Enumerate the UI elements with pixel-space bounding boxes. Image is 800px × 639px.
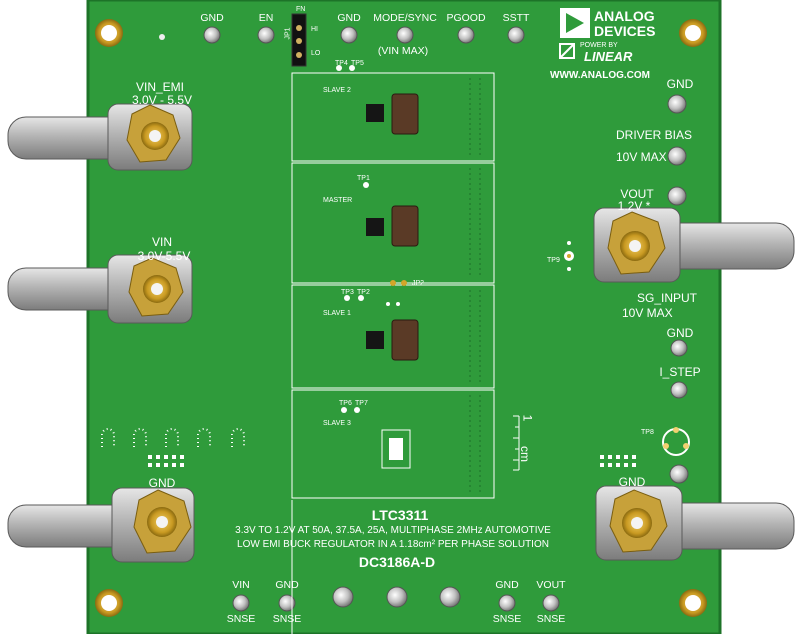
label-gnd-snse-1b: SNSE — [272, 613, 302, 625]
label-i-step: I_STEP — [659, 365, 701, 379]
label-gnd-right-1: GND — [666, 77, 694, 91]
label-vout-snse: VOUT — [536, 579, 566, 591]
bottom-sense-posts — [232, 586, 560, 612]
label-tp1: TP1 — [357, 175, 370, 182]
logo-power-by: POWER BY — [580, 42, 618, 49]
linear-logo-mark — [559, 43, 575, 59]
phase-components — [336, 65, 419, 469]
snake-pads — [101, 428, 245, 447]
label-vin-max: (VIN MAX) — [377, 45, 429, 57]
label-vin-snse-2: SNSE — [226, 613, 256, 625]
label-tp8: TP8 — [641, 429, 654, 436]
lug-vin — [7, 254, 193, 324]
label-vin-snse: VIN — [232, 579, 250, 591]
label-vout-snse-2: SNSE — [536, 613, 566, 625]
label-jp1-lo: LO — [311, 50, 321, 57]
lug-gnd-left — [7, 487, 195, 563]
label-slave-2: SLAVE 2 — [323, 87, 351, 94]
label-tp9: TP9 — [547, 257, 560, 264]
scale-one: 1 — [520, 414, 535, 422]
product-description-line-1: 3.3V TO 1.2V AT 50A, 37.5A, 25A, MULTIPH… — [235, 525, 551, 536]
label-mode-sync: MODE/SYNC — [373, 12, 437, 24]
label-vout-value: 1.2V * — [617, 199, 651, 213]
label-tp2: TP2 — [357, 289, 370, 296]
logo-analog: ANALOG — [594, 8, 655, 24]
label-vin-emi-range: 3.0V - 5.5V — [131, 93, 193, 107]
lug-vout — [593, 207, 795, 283]
label-sstt: SSTT — [502, 12, 530, 24]
label-slave-1: SLAVE 1 — [323, 310, 351, 317]
board-id: DC3186A-D — [358, 554, 436, 570]
label-gnd-right-3: GND — [618, 475, 646, 489]
label-en: EN — [258, 12, 274, 24]
label-sg-input: SG_INPUT — [636, 291, 698, 305]
label-driver-bias-max: 10V MAX — [616, 150, 667, 164]
right-turret-posts — [667, 94, 689, 484]
label-jp1: JP1 — [284, 27, 292, 40]
via-rows — [469, 78, 481, 492]
label-sg-input-max: 10V MAX — [622, 306, 673, 320]
label-master: MASTER — [323, 197, 353, 204]
label-tp5: TP5 — [351, 60, 364, 67]
test-point-rings — [564, 241, 690, 456]
logo-url: WWW.ANALOG.COM — [550, 70, 650, 81]
label-gnd-top-2: GND — [337, 12, 361, 24]
scale-cm: cm — [518, 446, 532, 462]
lug-gnd-right — [595, 485, 795, 561]
label-tp7: TP7 — [355, 400, 368, 407]
label-slave-3: SLAVE 3 — [323, 420, 351, 427]
logo-linear: LINEAR — [584, 49, 633, 64]
analog-devices-logo-mark — [560, 8, 590, 38]
phase-outlines — [291, 72, 495, 634]
jumper-jp1 — [291, 13, 307, 67]
label-vin-range: 3.0V-5.5V — [137, 249, 191, 263]
product-name: LTC3311 — [371, 507, 429, 523]
label-tp3: TP3 — [341, 289, 354, 296]
label-pgood: PGOOD — [446, 12, 486, 24]
product-description-line-2: LOW EMI BUCK REGULATOR IN A 1.18cm² PER … — [237, 539, 549, 550]
label-jp1-fn: FN — [296, 6, 306, 13]
label-jp1-hi: HI — [311, 26, 318, 33]
label-gnd-right-2: GND — [666, 326, 694, 340]
logo-devices: DEVICES — [594, 23, 656, 39]
label-tp4: TP4 — [335, 60, 348, 67]
label-vin: VIN — [151, 235, 173, 249]
label-driver-bias: DRIVER BIAS — [615, 128, 693, 142]
lug-vin-emi — [7, 103, 193, 171]
label-gnd-left: GND — [148, 476, 176, 490]
pad-grid — [148, 455, 636, 467]
label-jp2: JP2 — [412, 280, 425, 287]
label-vin-emi: VIN_EMI — [135, 80, 185, 94]
label-gnd-top-1: GND — [200, 12, 224, 24]
top-turret-posts — [159, 26, 525, 44]
label-gnd-snse-2b: SNSE — [492, 613, 522, 625]
label-vout: VOUT — [620, 187, 654, 201]
label-gnd-snse-1: GND — [275, 579, 299, 591]
label-gnd-snse-2: GND — [495, 579, 519, 591]
scale-ruler — [513, 415, 520, 471]
label-tp6: TP6 — [339, 400, 352, 407]
mounting-holes — [95, 19, 707, 617]
